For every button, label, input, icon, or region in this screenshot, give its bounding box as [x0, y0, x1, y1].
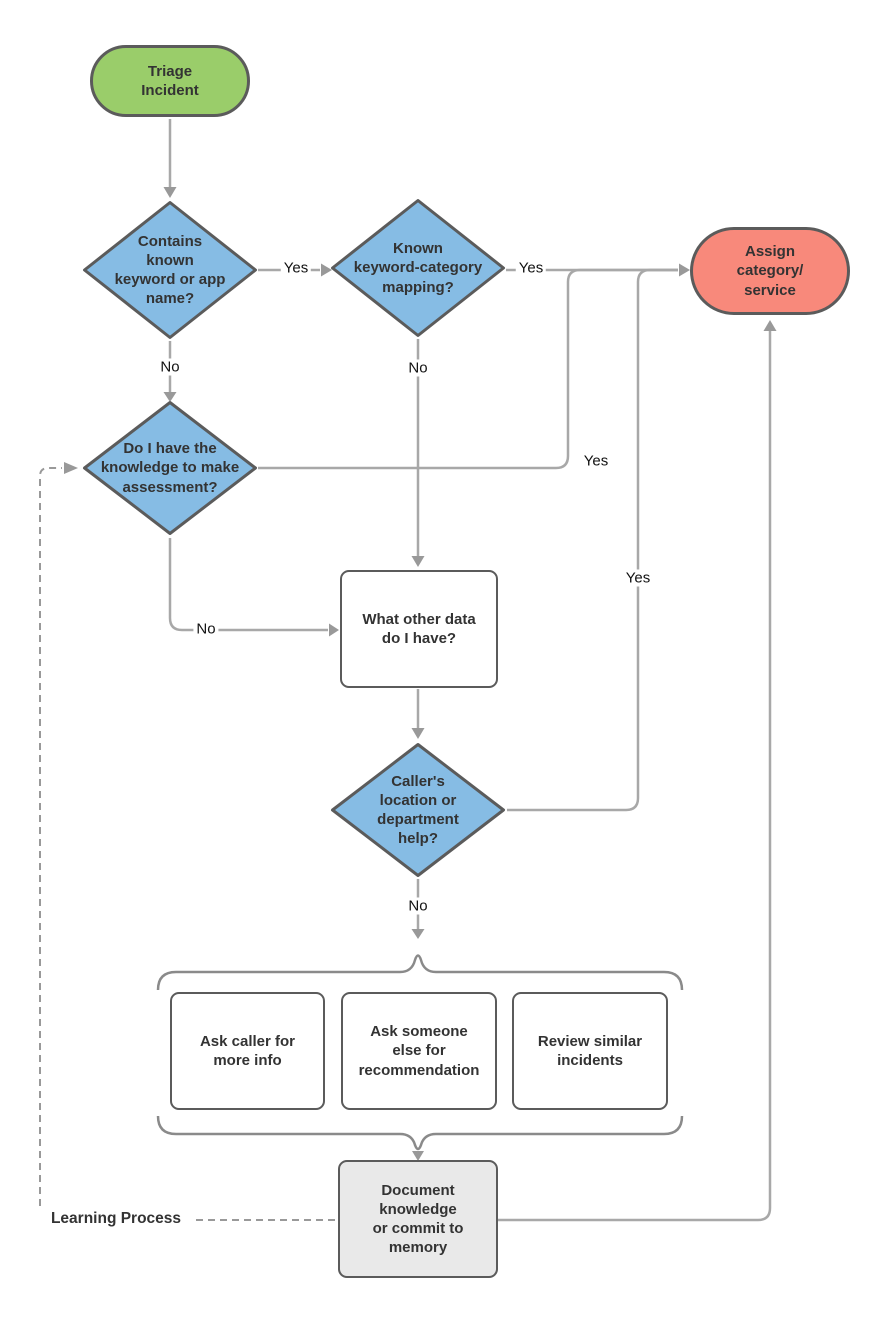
- arrowhead: [321, 263, 332, 277]
- arrowhead: [64, 462, 78, 474]
- edge-label-yes-mapping: Yes: [515, 259, 547, 277]
- edge-label-no-contains: No: [157, 358, 183, 376]
- arrowhead: [411, 556, 425, 567]
- node-label: Ask someone else for recommendation: [358, 1023, 480, 1079]
- process-ask-caller[interactable]: Ask caller for more info: [170, 992, 325, 1110]
- connector-document-to-assign: [498, 330, 772, 1222]
- arrowhead: [412, 1151, 424, 1161]
- edge-label-no-knowledge: No: [193, 620, 219, 638]
- edge-label-no-caller: No: [405, 897, 431, 915]
- decision-contains-keyword[interactable]: Contains known keyword or app name?: [82, 200, 258, 340]
- node-label: Triage Incident: [141, 62, 199, 99]
- process-ask-someone[interactable]: Ask someone else for recommendation: [341, 992, 497, 1110]
- connector-knowledge-yes-to-assign: [258, 268, 678, 470]
- edge-label-yes-contains: Yes: [280, 259, 312, 277]
- node-label: Ask caller for more info: [199, 1032, 296, 1069]
- node-label: Caller's location or department help?: [377, 772, 459, 848]
- brace-options-top: [156, 954, 684, 991]
- node-label: Review similar incidents: [537, 1032, 643, 1069]
- decision-knowledge-assessment[interactable]: Do I have the knowledge to make assessme…: [82, 400, 258, 536]
- arrowhead: [329, 623, 339, 637]
- node-label: Contains known keyword or app name?: [114, 232, 226, 308]
- label-learning-process: Learning Process: [47, 1210, 185, 1228]
- connector-caller-yes-to-assign: [507, 268, 678, 812]
- edge-label-no-mapping: No: [405, 359, 431, 377]
- node-assign-category[interactable]: Assign category/ service: [690, 227, 850, 315]
- brace-options-bottom: [156, 1115, 684, 1151]
- arrowhead: [163, 187, 177, 198]
- process-what-other-data[interactable]: What other data do I have?: [340, 570, 498, 688]
- arrowhead: [411, 929, 425, 939]
- arrowhead: [763, 320, 777, 331]
- diamond-shape: [331, 743, 505, 877]
- connector-knowledge-no-to-whatdata: [168, 538, 328, 632]
- decision-known-mapping[interactable]: Known keyword-category mapping?: [330, 198, 506, 338]
- edge-label-yes-knowledge: Yes: [580, 452, 612, 470]
- node-triage-incident[interactable]: Triage Incident: [90, 45, 250, 117]
- diamond-shape: [83, 401, 257, 535]
- node-label: Document knowledge or commit to memory: [372, 1181, 464, 1257]
- arrowhead: [411, 728, 425, 739]
- node-label: Known keyword-category mapping?: [353, 240, 483, 296]
- node-label: What other data do I have?: [362, 610, 476, 647]
- diamond-shape: [331, 199, 505, 337]
- arrowhead: [163, 392, 177, 402]
- process-review-similar[interactable]: Review similar incidents: [512, 992, 668, 1110]
- process-document-knowledge[interactable]: Document knowledge or commit to memory: [338, 1160, 498, 1278]
- node-label: Do I have the knowledge to make assessme…: [100, 440, 240, 496]
- decision-caller-location[interactable]: Caller's location or department help?: [330, 742, 506, 878]
- edge-label-yes-caller: Yes: [622, 569, 654, 587]
- connector-learning-dashed-loop: [39, 467, 62, 1206]
- node-label: Assign category/ service: [736, 243, 804, 299]
- diamond-shape: [83, 201, 257, 339]
- arrowhead: [679, 263, 690, 277]
